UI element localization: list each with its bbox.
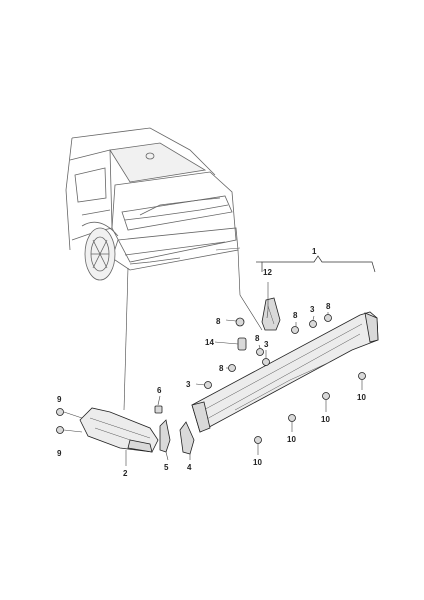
assembly-bracket-1 [256, 255, 376, 273]
callout-8b: 8 [219, 364, 224, 373]
clip-part-5 [159, 419, 171, 453]
callout-10a: 10 [253, 458, 262, 467]
fastener-10d [358, 372, 366, 380]
callout-8c: 8 [293, 311, 298, 320]
leader-line-sill [237, 249, 263, 331]
callout-1: 1 [312, 247, 317, 256]
callout-3b: 3 [264, 340, 269, 349]
bracket-part-12 [261, 297, 281, 331]
fastener-10c [322, 392, 330, 400]
fastener-8e [256, 348, 264, 356]
callout-9b: 9 [57, 449, 62, 458]
callout-12: 12 [263, 268, 272, 277]
callout-8a: 8 [216, 317, 221, 326]
fastener-8d [324, 314, 332, 322]
callout-4: 4 [187, 463, 192, 472]
fastener-8b [228, 364, 236, 372]
callout-10c: 10 [321, 415, 330, 424]
fastener-3a [309, 320, 317, 328]
callout-10d: 10 [357, 393, 366, 402]
callout-8e: 8 [255, 334, 260, 343]
leader-line-light [123, 267, 129, 411]
fastener-3b [262, 358, 270, 366]
fastener-8a [235, 317, 245, 327]
callout-5: 5 [164, 463, 169, 472]
callout-10b: 10 [287, 435, 296, 444]
fasteners [56, 314, 366, 444]
clip-part-4 [179, 421, 195, 455]
fastener-9a [56, 408, 64, 416]
callout-14: 14 [205, 338, 214, 347]
fastener-10b [288, 414, 296, 422]
fastener-9b [56, 426, 64, 434]
callout-9a: 9 [57, 395, 62, 404]
callout-labels: 1 2 3 3 3 4 5 6 8 8 8 8 8 9 9 10 10 10 1… [57, 247, 366, 478]
clip-part-6 [154, 405, 163, 414]
fastener-3c [204, 381, 212, 389]
vehicle-rear-view [65, 127, 241, 281]
callout-3a: 3 [310, 305, 315, 314]
callout-8d: 8 [326, 302, 331, 311]
callout-3c: 3 [186, 380, 191, 389]
callout-2: 2 [123, 469, 128, 478]
callout-6: 6 [157, 386, 162, 395]
rear-light-part-2 [79, 407, 159, 453]
fastener-10a [254, 436, 262, 444]
fastener-8c [291, 326, 299, 334]
callout-leaders [63, 282, 363, 466]
sill-trim-panel [191, 311, 379, 433]
fastener-14 [237, 337, 247, 351]
